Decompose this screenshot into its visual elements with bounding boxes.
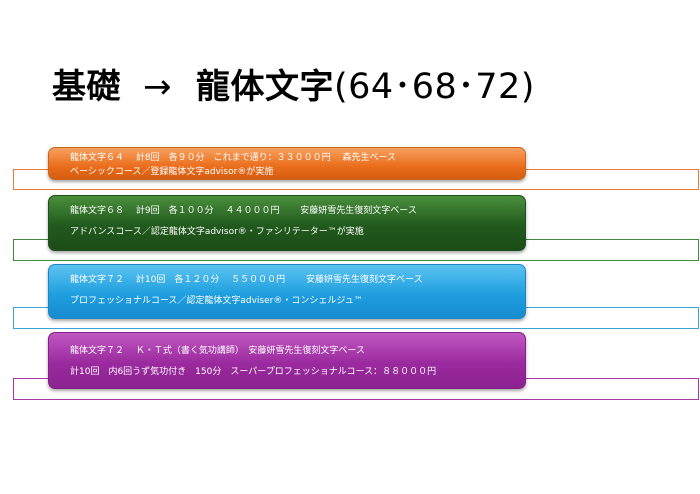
title-basic: 基礎 bbox=[52, 67, 121, 107]
course-summary: 龍体文字６４ 計8回 各９０分 これまで通り：３３０００円 森先生ベース bbox=[70, 153, 396, 163]
arrow-icon: → bbox=[143, 67, 172, 107]
course-description: ベーシックコース／登録龍体文字advisor®が実施 bbox=[70, 167, 274, 177]
course-card-72[interactable]: 龍体文字７２ 計10回 各１２０分 ５５０００円 安藤妍雪先生復刻文字ベース プ… bbox=[48, 264, 526, 319]
course-description: プロフェッショナルコース／認定龍体文字adviser®・コンシェルジュ™ bbox=[70, 296, 363, 306]
course-card-64[interactable]: 龍体文字６４ 計8回 各９０分 これまで通り：３３０００円 森先生ベース ベーシ… bbox=[48, 147, 526, 180]
course-description: 計10回 内6回うず気功付き 150分 スーパープロフェッショナルコース：８８０… bbox=[70, 367, 437, 377]
title-ryutai: 龍体文字 bbox=[196, 67, 334, 107]
course-summary: 龍体文字６８ 計9回 各１００分 ４４０００円 安藤妍雪先生復刻文字ベース bbox=[70, 206, 417, 216]
course-card-68[interactable]: 龍体文字６８ 計9回 各１００分 ４４０００円 安藤妍雪先生復刻文字ベース アド… bbox=[48, 195, 526, 251]
title-levels: (64･68･72) bbox=[334, 67, 535, 107]
course-summary: 龍体文字７２ Ｋ・Ｔ式（書く気功講師） 安藤妍雪先生復刻文字ベース bbox=[70, 346, 365, 356]
course-description: アドバンスコース／認定龍体文字advisor®・ファシリテーター™が実施 bbox=[70, 227, 364, 237]
page-title: 基礎 → 龍体文字(64･68･72) bbox=[52, 58, 535, 109]
course-summary: 龍体文字７２ 計10回 各１２０分 ５５０００円 安藤妍雪先生復刻文字ベース bbox=[70, 275, 423, 285]
course-card-72-kt[interactable]: 龍体文字７２ Ｋ・Ｔ式（書く気功講師） 安藤妍雪先生復刻文字ベース 計10回 内… bbox=[48, 332, 526, 389]
